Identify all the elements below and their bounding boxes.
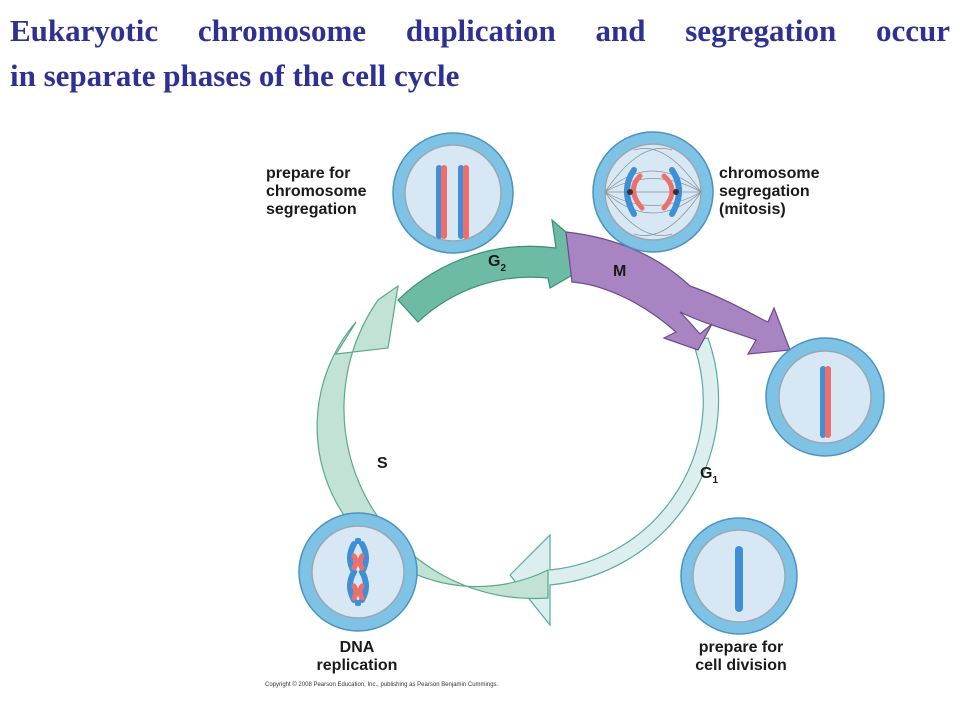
chromosome-blue: [669, 167, 682, 217]
label-prepare-segregation-1: prepare for: [266, 165, 350, 182]
chromosome-red: [463, 165, 469, 239]
replicating-chromosome-blue: [347, 541, 358, 603]
cell-s-phase: [298, 512, 418, 632]
label-prepare-segregation-3: segregation: [266, 201, 357, 218]
cell-g2: [392, 132, 514, 254]
m-phase-arrow: [565, 231, 791, 355]
chromosome-blue: [436, 165, 442, 239]
m-label: M: [613, 263, 626, 280]
replicating-chromosome-red: [357, 583, 365, 601]
cell-g1: [680, 517, 798, 635]
g2-label: G2: [488, 253, 506, 274]
g1-label: G1: [700, 465, 718, 486]
chromosome-red: [825, 366, 831, 438]
label-dna-replication-2: replication: [317, 657, 398, 674]
chromosome-red: [441, 165, 447, 239]
cell-mitosis: [592, 131, 714, 253]
page-title: Eukaryotic chromosome duplication and se…: [10, 8, 950, 98]
chromosome-blue: [820, 366, 826, 438]
label-chromosome-segregation-2: segregation: [719, 183, 810, 200]
label-prepare-division-1: prepare for: [699, 639, 783, 656]
label-prepare-division-2: cell division: [695, 657, 787, 674]
label-chromosome-segregation-1: chromosome: [719, 165, 820, 182]
chromosome-blue: [458, 165, 464, 239]
spindle-fibers: [604, 148, 702, 236]
replicating-chromosome-red: [351, 583, 359, 601]
replicating-chromosome-red: [351, 553, 359, 571]
s-label: S: [377, 455, 388, 472]
chromosome-red: [661, 173, 675, 211]
title-line-1: Eukaryotic chromosome duplication and se…: [10, 13, 950, 48]
copyright-notice: Copyright © 2008 Pearson Education, Inc.…: [265, 681, 499, 688]
chromosome-blue: [735, 546, 743, 612]
chromosome-blue: [624, 167, 637, 217]
chromosome-red: [631, 173, 645, 211]
title-line-2: in separate phases of the cell cycle: [10, 58, 460, 93]
cell-daughter: [765, 337, 885, 457]
label-prepare-segregation-2: chromosome: [266, 183, 367, 200]
label-chromosome-segregation-3: (mitosis): [719, 201, 786, 218]
label-dna-replication-1: DNA: [340, 639, 375, 656]
replicating-chromosome-red: [357, 553, 365, 571]
replicating-chromosome-blue: [358, 541, 369, 603]
